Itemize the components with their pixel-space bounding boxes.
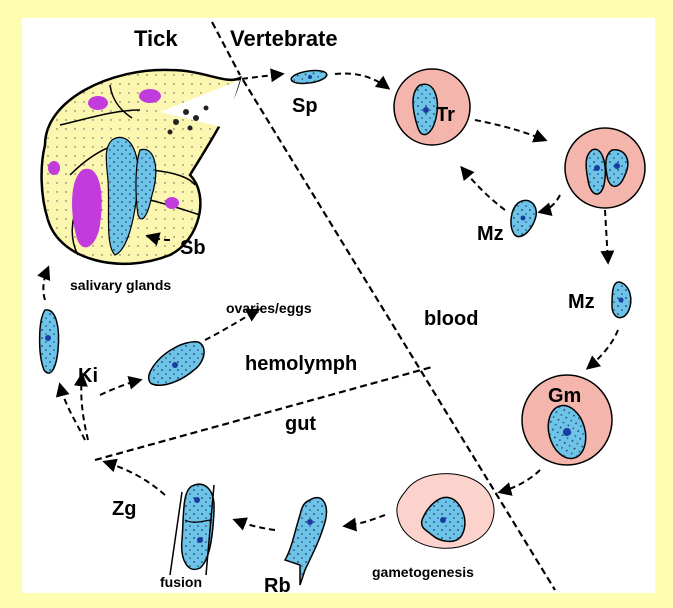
label-ovaries-eggs: ovaries/eggs <box>226 300 312 316</box>
label-tick: Tick <box>134 26 178 51</box>
label-sp: Sp <box>292 95 318 117</box>
label-sb: Sb <box>180 237 206 259</box>
label-gm: Gm <box>548 385 581 407</box>
label-mz-upper: Mz <box>477 223 504 245</box>
label-tr: Tr <box>436 104 455 126</box>
label-salivary-glands: salivary glands <box>70 277 171 293</box>
label-gametogenesis: gametogenesis <box>372 564 474 580</box>
label-vertebrate: Vertebrate <box>230 26 338 51</box>
label-fusion: fusion <box>160 574 202 590</box>
label-ki: Ki <box>78 365 98 387</box>
dividing-rbc <box>565 128 645 208</box>
gametogenesis-cell <box>397 474 494 549</box>
trophozoite-rbc <box>394 69 470 145</box>
label-blood: blood <box>424 308 478 330</box>
label-mz-right: Mz <box>568 291 595 313</box>
label-gut: gut <box>285 413 316 435</box>
label-zg: Zg <box>112 498 136 520</box>
label-rb: Rb <box>264 575 291 597</box>
label-hemolymph: hemolymph <box>245 353 357 375</box>
kinete-cell-left <box>40 310 59 373</box>
